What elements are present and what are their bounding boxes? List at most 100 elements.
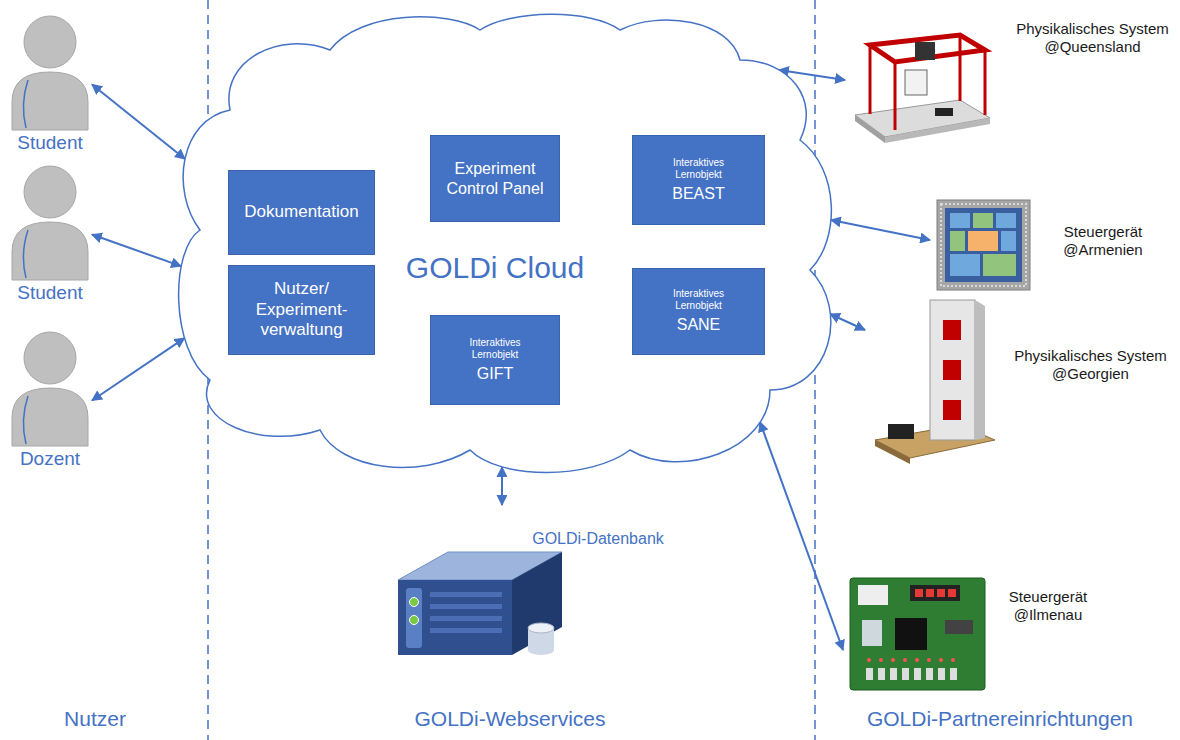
person-head [24,166,76,218]
person-arm-line [23,230,28,278]
node-text: Student [17,132,83,153]
process-box: Dokumentation [228,170,375,255]
frame-leg [984,50,987,115]
work-piece [905,70,927,95]
process-box: Nutzer/ Experiment- verwaltung [228,265,375,355]
floor-window [943,320,961,340]
server-side [512,552,562,655]
elevator-model-image [875,300,995,464]
text-slot: Dozent [8,448,92,471]
connector-arrow [831,220,930,240]
node-text: GOLDi-Datenbank [532,530,664,547]
node-text: Steuergerät @Armenien [1063,223,1142,258]
node-text: Experiment Control Panel [437,159,553,197]
base-edge [885,118,990,143]
chip-block [1001,231,1016,251]
column-label: Nutzer [64,707,126,730]
connector-arrow [501,467,503,505]
node-text: Dozent [20,448,80,469]
process-box: Experiment Control Panel [430,135,560,222]
node-text: Dokumentation [244,202,358,222]
text-slot: Student [8,282,92,305]
frame-leg [869,45,872,114]
port [862,620,882,646]
person-icon [12,16,88,130]
frame-leg [894,62,897,130]
subtitle-text: Interaktives Lernobjekt [663,288,735,312]
text-slot: GOLDi-Webservices [380,706,640,731]
node-text: GOLDi Cloud [406,251,584,284]
base-edge [855,115,885,143]
server-front [398,580,512,655]
learning-object-box: Interaktives LernobjektBEAST [632,135,765,225]
chip-block [950,231,965,251]
node-text: Nutzer/ Experiment- verwaltung [235,279,368,340]
person-body [12,388,88,446]
connector-arrow [92,235,181,267]
chip-die [945,208,1022,282]
server-icon [398,552,562,655]
column-label: GOLDi-Partnereinrichtungen [867,707,1133,730]
display-digit [915,589,923,597]
chip-block [973,213,993,228]
server-slot [430,616,502,621]
subtitle-text: Interaktives Lernobjekt [663,157,735,181]
person-icon [12,166,88,280]
chip-block [968,231,998,251]
chip-block [950,254,980,276]
database-node: GOLDi-Datenbank [390,505,680,660]
person-node: Dozent [8,328,92,473]
person-head [24,332,76,384]
device-node: Steuergerät @Armenien [930,195,1170,295]
learning-object-box: Interaktives LernobjektSANE [632,268,765,355]
server-slot [430,604,502,609]
connector-arrow [92,85,185,159]
chip [945,620,973,634]
connector-arrow [830,314,865,330]
device-node: Physikalisches System @Queensland [845,15,1175,145]
chip-block [950,213,970,228]
base-edge [875,440,910,464]
node-text: Physikalisches System @Georgien [1014,347,1167,382]
control-block [888,424,914,439]
text-slot: Steuergerät @Ilmenau [993,588,1103,624]
switch-row [866,668,957,680]
subtitle-text: Interaktives Lernobjekt [459,337,531,361]
text-slot: Student [8,132,92,155]
tower [930,300,975,440]
cloud-node: GOLDi Cloud DokumentationNutzer/ Experime… [170,10,835,480]
display-digit [948,589,956,597]
node-text: Steuergerät @Ilmenau [1009,588,1087,623]
chip-block [983,254,1016,276]
server-slot [430,628,502,633]
device-node: Physikalisches System @Georgien [865,295,1175,470]
server-panel [406,588,422,648]
node-text: SANE [677,315,721,334]
device-node: Steuergerät @Ilmenau [843,570,1103,695]
chip-package [937,200,1030,290]
text-slot: Steuergerät @Armenien [1048,223,1158,259]
connector-arrow [92,338,184,400]
connector [858,585,888,605]
board [850,578,985,690]
text-slot: GOLDi-Partnereinrichtungen [830,706,1170,731]
person-head [24,16,76,68]
frame-leg [959,35,962,101]
person-node: Student [8,162,92,307]
display-digit [937,589,945,597]
person-body [12,222,88,280]
node-text: Physikalisches System @Queensland [1016,20,1169,55]
cloud-shape [179,14,832,472]
text-slot: Physikalisches System @Georgien [1008,347,1173,383]
frame-top [870,35,985,62]
server-led [410,616,419,625]
person-icon [12,332,88,446]
person-node: Student [8,12,92,157]
connector-arrow [760,422,843,650]
column-label: GOLDi-Webservices [415,707,606,730]
node-text: Student [17,282,83,303]
text-slot: Nutzer [20,706,170,731]
fpga-chip [895,618,927,650]
node-text: BEAST [672,184,724,203]
